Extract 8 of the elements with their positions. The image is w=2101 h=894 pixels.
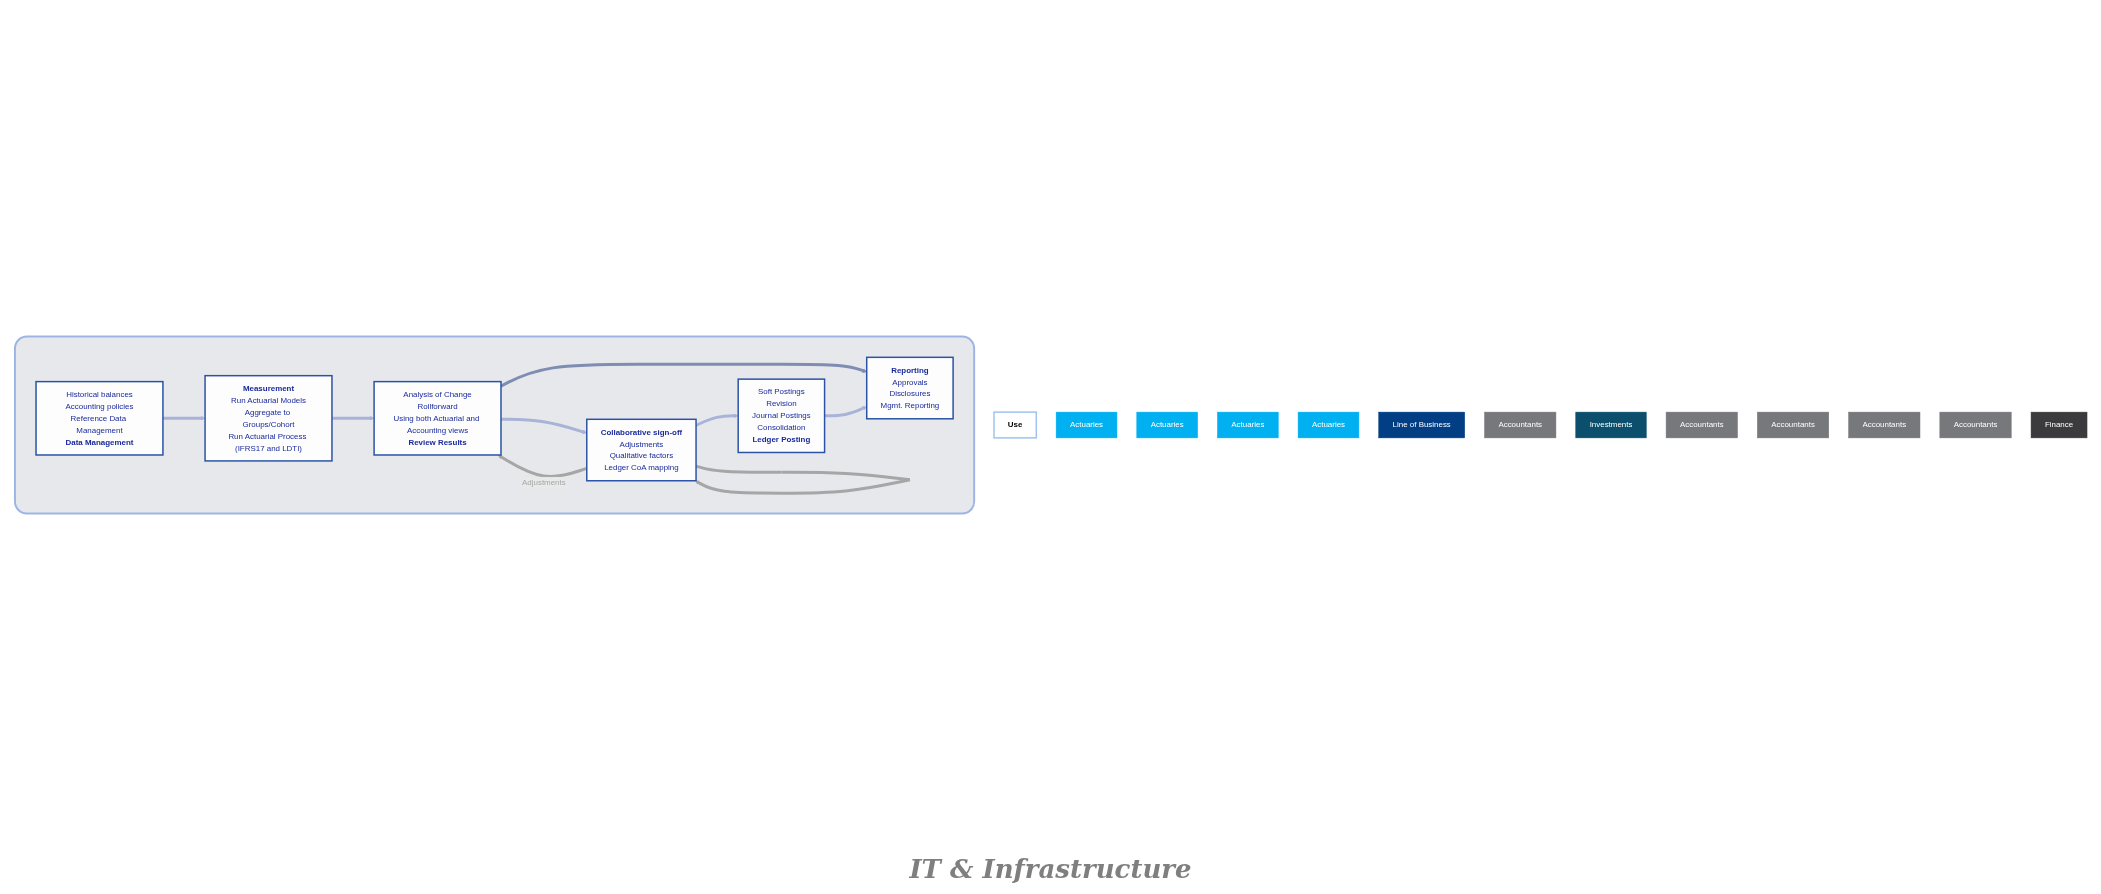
infrastructure-caption: IT & Infrastructure bbox=[909, 854, 1192, 884]
arrow bbox=[497, 454, 587, 478]
arrow bbox=[694, 464, 910, 495]
arrow bbox=[162, 416, 205, 421]
arrow bbox=[331, 416, 374, 421]
cluster bbox=[13, 335, 975, 515]
arrow bbox=[500, 417, 587, 434]
arrow bbox=[824, 406, 867, 418]
